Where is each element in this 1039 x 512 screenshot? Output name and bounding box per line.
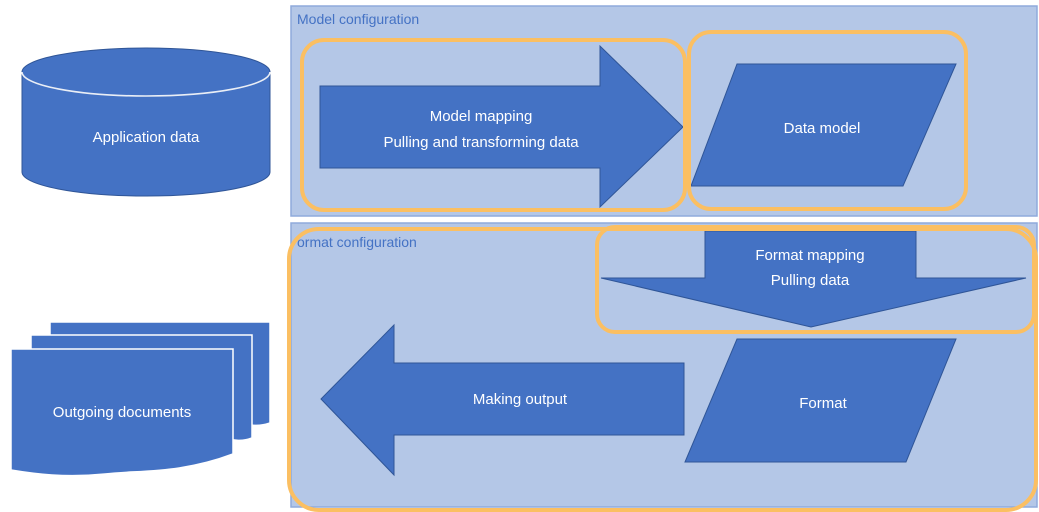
model-mapping-title: Model mapping xyxy=(430,108,533,125)
application-data-cylinder xyxy=(21,47,271,197)
making-output-arrow xyxy=(320,323,685,477)
outgoing-documents-stack xyxy=(10,321,271,477)
making-output-label: Making output xyxy=(473,391,568,408)
format-configuration-highlight xyxy=(287,227,1038,512)
model-mapping-arrow xyxy=(319,44,684,209)
model-mapping-subtitle: Pulling and transforming data xyxy=(383,134,579,151)
model-configuration-title: Model configuration xyxy=(297,11,419,27)
format-mapping-title: Format mapping xyxy=(755,247,864,264)
data-model-highlight xyxy=(687,30,968,211)
format-configuration-title: ormat configuration xyxy=(297,234,417,250)
format-parallelogram xyxy=(684,338,957,463)
data-model-parallelogram xyxy=(690,63,957,187)
outgoing-documents-label: Outgoing documents xyxy=(53,404,191,421)
format-label: Format xyxy=(799,395,847,412)
model-mapping-highlight xyxy=(300,38,687,212)
format-mapping-subtitle: Pulling data xyxy=(771,272,850,289)
application-data-label: Application data xyxy=(93,129,200,146)
format-mapping-arrow xyxy=(600,230,1027,328)
data-model-label: Data model xyxy=(784,120,861,137)
